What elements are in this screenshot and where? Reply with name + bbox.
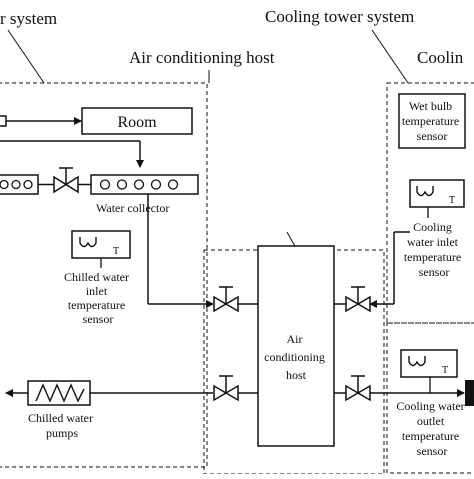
wet-bulb-sensor-label: Wet bulb temperature sensor <box>402 99 462 143</box>
gate-valve-icon <box>213 286 239 313</box>
cooling-partial-title: Coolin <box>417 48 464 67</box>
room-inlet-stub <box>0 115 7 127</box>
gate-valve-icon <box>345 286 371 313</box>
chilled-water-sensor-label: Chilled water inlet temperature sensor <box>64 270 132 326</box>
gate-valve-icon <box>213 375 239 402</box>
cooling-pump-stub <box>465 380 474 406</box>
coil-icon <box>27 380 91 406</box>
air-conditioning-host-title: Air conditioning host <box>129 48 275 67</box>
air-conditioning-host-box <box>257 245 335 447</box>
cooling-tower-system-title: Cooling tower system <box>265 7 414 26</box>
distributor-circle <box>0 179 9 190</box>
leader-line-cooling-tower <box>371 29 409 84</box>
water-collector-box <box>90 174 199 195</box>
coil-zigzag <box>35 383 85 403</box>
collector-circle <box>99 179 111 190</box>
svg-text:T: T <box>442 365 448 376</box>
host-box-label: Air conditioning host <box>264 332 328 382</box>
cooling-inlet-sensor-label: Cooling water inlet temperature sensor <box>404 220 464 279</box>
collector-circle <box>116 179 128 190</box>
room-label: Room <box>117 114 157 131</box>
svg-text:T: T <box>113 246 119 257</box>
cooling-pump-boundary <box>386 322 474 474</box>
collector-circle <box>150 179 162 190</box>
collector-circle <box>167 179 179 190</box>
gate-valve-icon <box>345 375 371 402</box>
gate-valve-icon <box>53 167 79 194</box>
thermometer-sensor-icon: T <box>71 230 131 259</box>
water-collector-label: Water collector <box>96 201 169 215</box>
room-box <box>81 107 193 135</box>
leader-line-chilled <box>7 29 45 84</box>
cooling-tower-boundary <box>386 82 474 324</box>
distributor-circle <box>23 179 33 190</box>
wet-bulb-sensor-box <box>398 93 466 149</box>
chilled-water-system-boundary <box>0 82 208 468</box>
distributor-circle <box>11 179 21 190</box>
thermometer-sensor-icon: T <box>400 349 458 378</box>
svg-text:T: T <box>449 195 455 206</box>
collector-circle <box>133 179 145 190</box>
chilled-water-pumps-label: Chilled water pumps <box>28 411 96 440</box>
thermometer-sensor-icon: T <box>409 179 465 208</box>
cooling-outlet-sensor-label: Cooling water outlet temperature sensor <box>396 399 467 458</box>
chilled-water-system-title: r system <box>0 9 57 28</box>
